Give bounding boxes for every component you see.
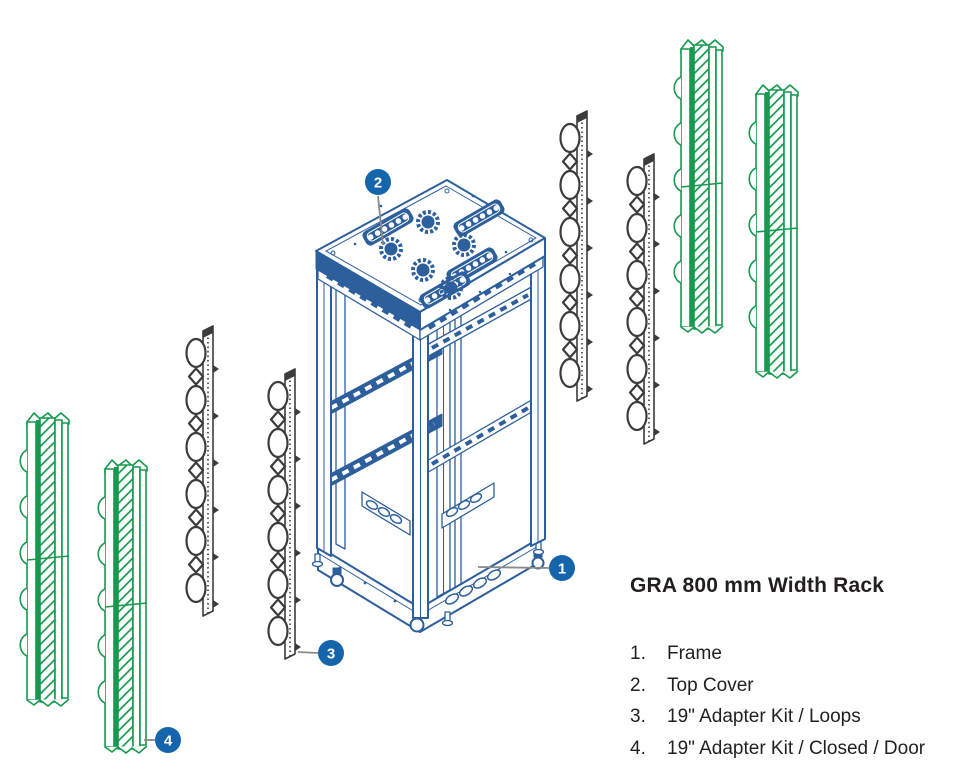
callout-2-number: 2: [374, 175, 382, 192]
parts-list: 1. Frame 2. Top Cover 3. 19" Adapter Kit…: [630, 638, 970, 764]
adapter-rail-closed-door: [19, 412, 70, 707]
front-post: [412, 325, 429, 619]
part-number: 1.: [630, 643, 646, 664]
right-post: [530, 238, 546, 547]
callout-1-number: 1: [558, 561, 566, 578]
adapter-rail-loops: [626, 152, 662, 446]
part-row: 2. Top Cover: [630, 670, 970, 702]
adapter-rail-closed-door: [748, 84, 799, 379]
left-post: [316, 263, 332, 557]
callout-3: 3: [297, 640, 344, 666]
casters: [311, 541, 545, 633]
adapter-rail-loops: [185, 324, 221, 618]
callout-3-leader: [297, 651, 319, 654]
callout-1-leader: [477, 566, 550, 569]
callout-2-badge: [365, 169, 391, 195]
part-row: 3. 19" Adapter Kit / Loops: [630, 701, 970, 733]
adapter-rail-closed-door: [673, 39, 724, 334]
callout-2-leader: [377, 195, 384, 246]
adapter-rail-loops: [559, 109, 595, 403]
info-panel: GRA 800 mm Width Rack 1. Frame 2. Top Co…: [630, 574, 970, 764]
part-label: Frame: [667, 643, 722, 664]
cover-right-edge: [419, 237, 546, 331]
part-label: 19" Adapter Kit / Closed / Door: [667, 737, 926, 759]
callout-2: 2: [365, 169, 391, 246]
inner-left-upright: [335, 277, 346, 550]
base-left-band: [317, 545, 421, 633]
callout-4: 4: [144, 727, 181, 753]
part-label: 19" Adapter Kit / Loops: [667, 706, 861, 727]
part-number: 4.: [630, 737, 646, 759]
part-row: 1. Frame: [630, 638, 970, 670]
base-plate-right: [441, 482, 495, 529]
base-right-band: [419, 537, 541, 633]
part-row: 4. 19" Adapter Kit / Closed / Door: [630, 733, 970, 765]
part-number: 2.: [630, 674, 646, 696]
callout-3-number: 3: [327, 646, 335, 663]
part-label: Top Cover: [667, 674, 754, 696]
top-cover: [315, 179, 546, 331]
callout-3-badge: [318, 640, 344, 666]
adapter-rail-closed-door: [97, 459, 148, 754]
callout-4-number: 4: [164, 733, 173, 750]
part-number: 3.: [630, 706, 646, 727]
adapter-rail-loops: [267, 367, 303, 661]
callout-1-badge: [549, 555, 575, 581]
rack-title: GRA 800 mm Width Rack: [630, 574, 885, 597]
base-plate-left: [361, 491, 411, 536]
callout-1: 1: [477, 555, 575, 581]
callout-4-badge: [155, 727, 181, 753]
